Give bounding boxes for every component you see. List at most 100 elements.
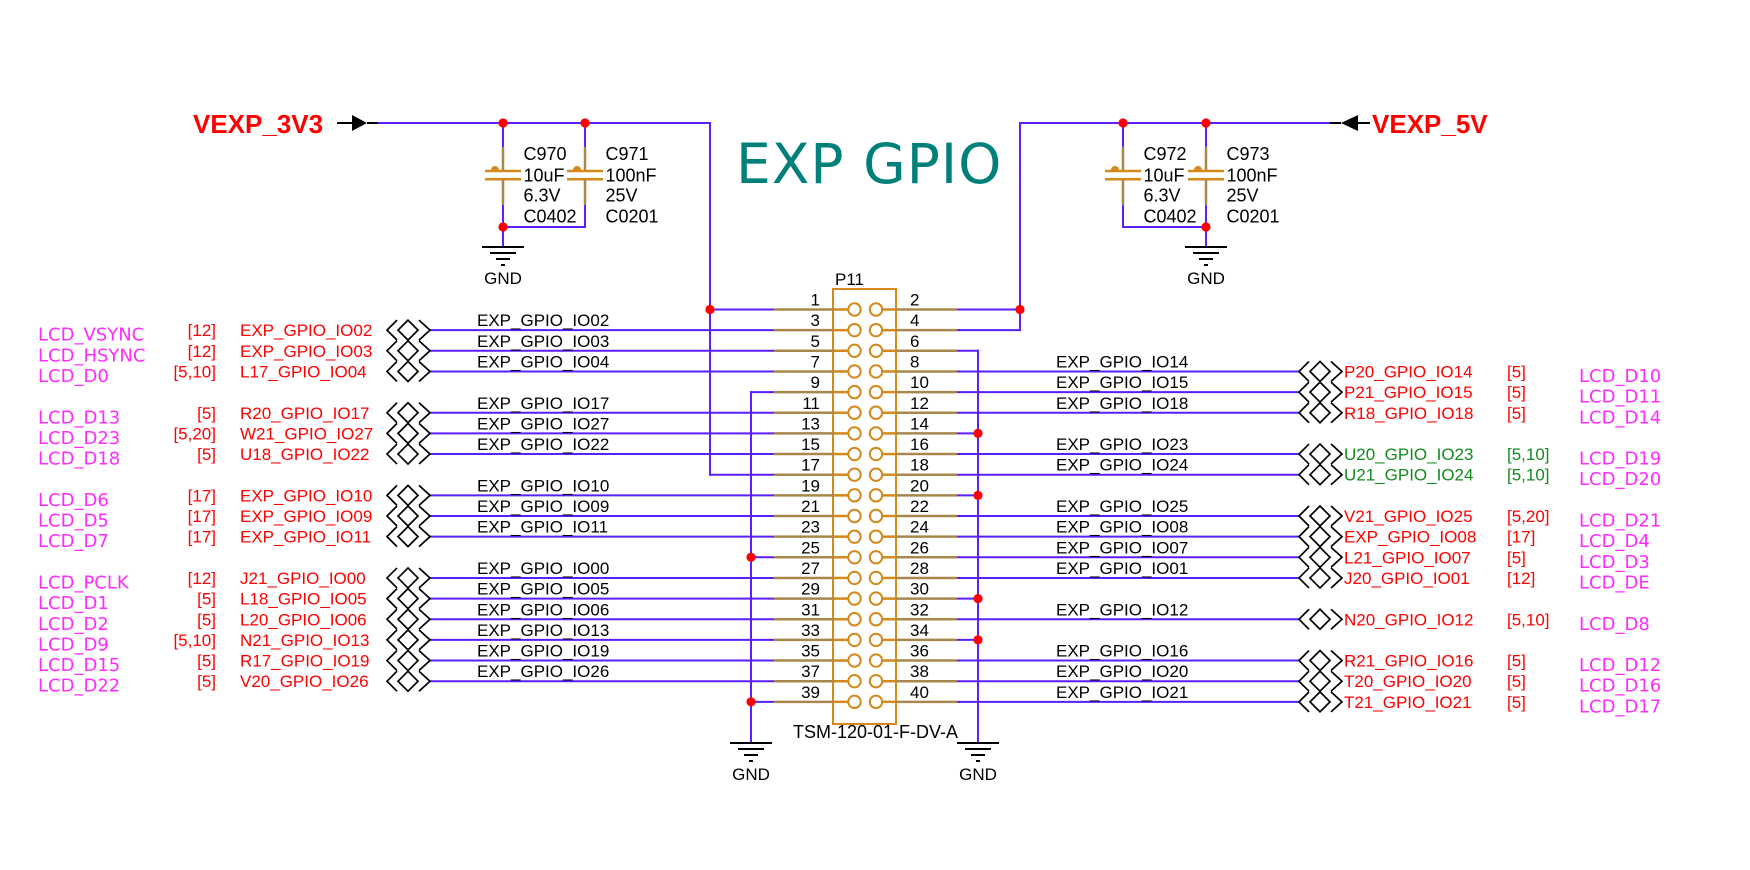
pin-number: 26 [910,538,929,557]
pin-contact [847,343,862,358]
bidirectional-port-icon [385,442,432,466]
net-label: EXP_GPIO_IO02 [477,311,609,330]
lcd-signal-label: LCD_D22 [38,676,120,697]
sheet-reference: [5] [1507,672,1526,691]
port-name: W21_GPIO_IO27 [240,424,373,443]
pin-contact [868,632,884,648]
capacitor-value: 100nF [1227,166,1278,186]
pin-contact [847,529,862,544]
pin-number: 39 [801,683,820,702]
pin-number: 12 [910,394,929,413]
sheet-reference: [5] [197,590,216,609]
sheet-reference: [5] [1507,652,1526,671]
pin-number: 40 [910,683,929,702]
net-label: EXP_GPIO_IO24 [1056,456,1188,475]
net-label: EXP_GPIO_IO00 [477,559,609,578]
gnd-symbol [957,742,999,762]
net-label: EXP_GPIO_IO20 [1056,662,1188,681]
sheet-reference: [5] [197,652,216,671]
sheet-reference: [5] [1507,362,1526,381]
pin-contact [868,529,884,544]
polarity-mark-icon [491,166,499,170]
net-label: EXP_GPIO_IO01 [1056,559,1188,578]
junction-dot [973,428,983,438]
port-name: T21_GPIO_IO21 [1344,693,1472,712]
pin-contact [847,653,862,668]
junction-dot [973,490,983,500]
port-name: J20_GPIO_IO01 [1344,569,1470,588]
capacitor-value: 100nF [606,166,657,186]
net-label: EXP_GPIO_IO07 [1056,538,1188,557]
junction-dot [1118,118,1128,128]
power-port-arrow-icon [1341,115,1358,131]
capacitor-ref: C970 [524,144,567,164]
net-label: EXP_GPIO_IO18 [1056,394,1188,413]
sheet-reference: [12] [188,342,216,361]
symbols-layer [337,115,1370,762]
sheet-reference: [12] [188,569,216,588]
bidirectional-port-icon [1297,463,1344,486]
sheet-reference: [5] [1507,404,1526,423]
sheet-reference: [5,10] [1507,466,1550,485]
port-name: V20_GPIO_IO26 [240,672,369,691]
pin-number: 29 [801,580,820,599]
pin-contact [847,364,862,379]
pin-contact [868,446,884,462]
connector-body [832,288,897,725]
pin-number: 31 [801,600,820,619]
capacitor-package: C0402 [1144,207,1197,227]
junction-dot [498,118,508,128]
pin-number: 2 [910,291,919,310]
pin-number: 5 [811,332,820,351]
pin-number: 7 [811,352,820,371]
pin-contact [868,343,884,358]
pin-contact [847,632,862,648]
capacitor-voltage: 25V [1227,186,1259,206]
capacitor-voltage: 6.3V [1144,186,1181,206]
sheet-reference: [12] [188,321,216,340]
power-net-label-vexp-5v: VEXP_5V [1372,109,1488,139]
net-label: EXP_GPIO_IO12 [1056,600,1188,619]
gnd-label: GND [732,765,770,784]
lcd-signal-label: LCD_VSYNC [38,325,144,346]
gnd-symbol [1185,246,1227,266]
net-label: EXP_GPIO_IO05 [477,580,609,599]
pin-number: 20 [910,476,929,495]
pin-number: 37 [801,662,820,681]
bidirectional-port-icon [1297,566,1344,590]
lcd-signal-label: LCD_D21 [1579,511,1661,532]
gnd-symbol [730,742,772,762]
pin-contact [868,302,884,317]
net-label: EXP_GPIO_IO17 [477,394,609,413]
pin-contact [868,467,884,482]
connector-part-number: TSM-120-01-F-DV-A [793,722,958,742]
junction-dot [1201,222,1211,232]
pin-number: 8 [910,352,919,371]
gnd-label: GND [959,765,997,784]
port-name: L17_GPIO_IO04 [240,362,367,381]
bidirectional-port-icon [385,360,432,383]
port-name: L21_GPIO_IO07 [1344,548,1471,567]
pin-contact [847,384,862,400]
pin-number: 1 [811,291,820,310]
sheet-title: EXP GPIO [736,132,1002,196]
lcd-signal-label: LCD_D3 [1579,552,1650,573]
pin-contact [847,612,862,627]
sheet-reference: [5,20] [173,424,216,443]
sheet-reference: [17] [1507,528,1535,547]
pin-contact [868,612,884,627]
pin-contact [868,550,884,565]
bidirectional-port-icon [1297,690,1344,714]
junction-dot [973,594,983,604]
capacitor-value: 10uF [524,166,565,186]
capacitor-value: 10uF [1144,166,1185,186]
port-name: L18_GPIO_IO05 [240,590,367,609]
pin-contact [868,591,884,606]
net-label: EXP_GPIO_IO16 [1056,642,1188,661]
lcd-signal-label: LCD_D13 [38,407,120,428]
net-label: EXP_GPIO_IO21 [1056,683,1188,702]
port-name: U20_GPIO_IO23 [1344,445,1473,464]
lcd-signal-label: LCD_D17 [1579,696,1661,717]
lcd-signal-label: LCD_D16 [1579,676,1661,697]
